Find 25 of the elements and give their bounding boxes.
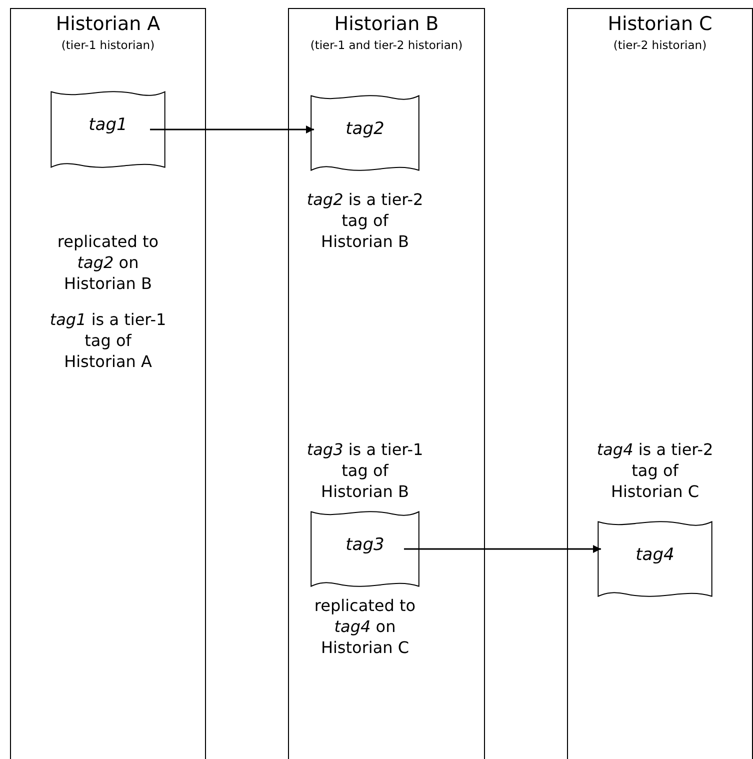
lane-title: Historian C [606, 13, 714, 35]
note-text: replicated to tag2 on Historian B [56, 231, 160, 294]
note-text: replicated to tag4 on Historian C [313, 595, 417, 658]
lane-title: Historian B [333, 13, 440, 35]
tag-name: tag2 [344, 119, 386, 139]
lane-subtitle: (tier-1 and tier-2 historian) [309, 39, 464, 52]
note-text: tag1 is a tier-1 tag of Historian A [48, 309, 168, 372]
note-text: tag4 is a tier-2 tag of Historian C [596, 439, 714, 502]
document-shape [310, 95, 420, 171]
arrow [404, 545, 601, 553]
tag-name: tag4 [634, 545, 676, 565]
document-shape [50, 91, 166, 168]
lane-subtitle: (tier-1 historian) [60, 39, 156, 52]
note-text: tag2 is a tier-2 tag of Historian B [306, 189, 424, 252]
swimlane [288, 8, 485, 759]
swimlane [567, 8, 753, 759]
swimlane [10, 8, 206, 759]
document-shape [310, 511, 420, 587]
document-shape [597, 521, 713, 597]
tag-name: tag3 [344, 535, 386, 555]
arrow [150, 126, 314, 134]
lane-subtitle: (tier-2 historian) [612, 39, 708, 52]
lane-title: Historian A [54, 13, 162, 35]
note-text: tag3 is a tier-1 tag of Historian B [306, 439, 424, 502]
tag-name: tag1 [88, 115, 128, 135]
